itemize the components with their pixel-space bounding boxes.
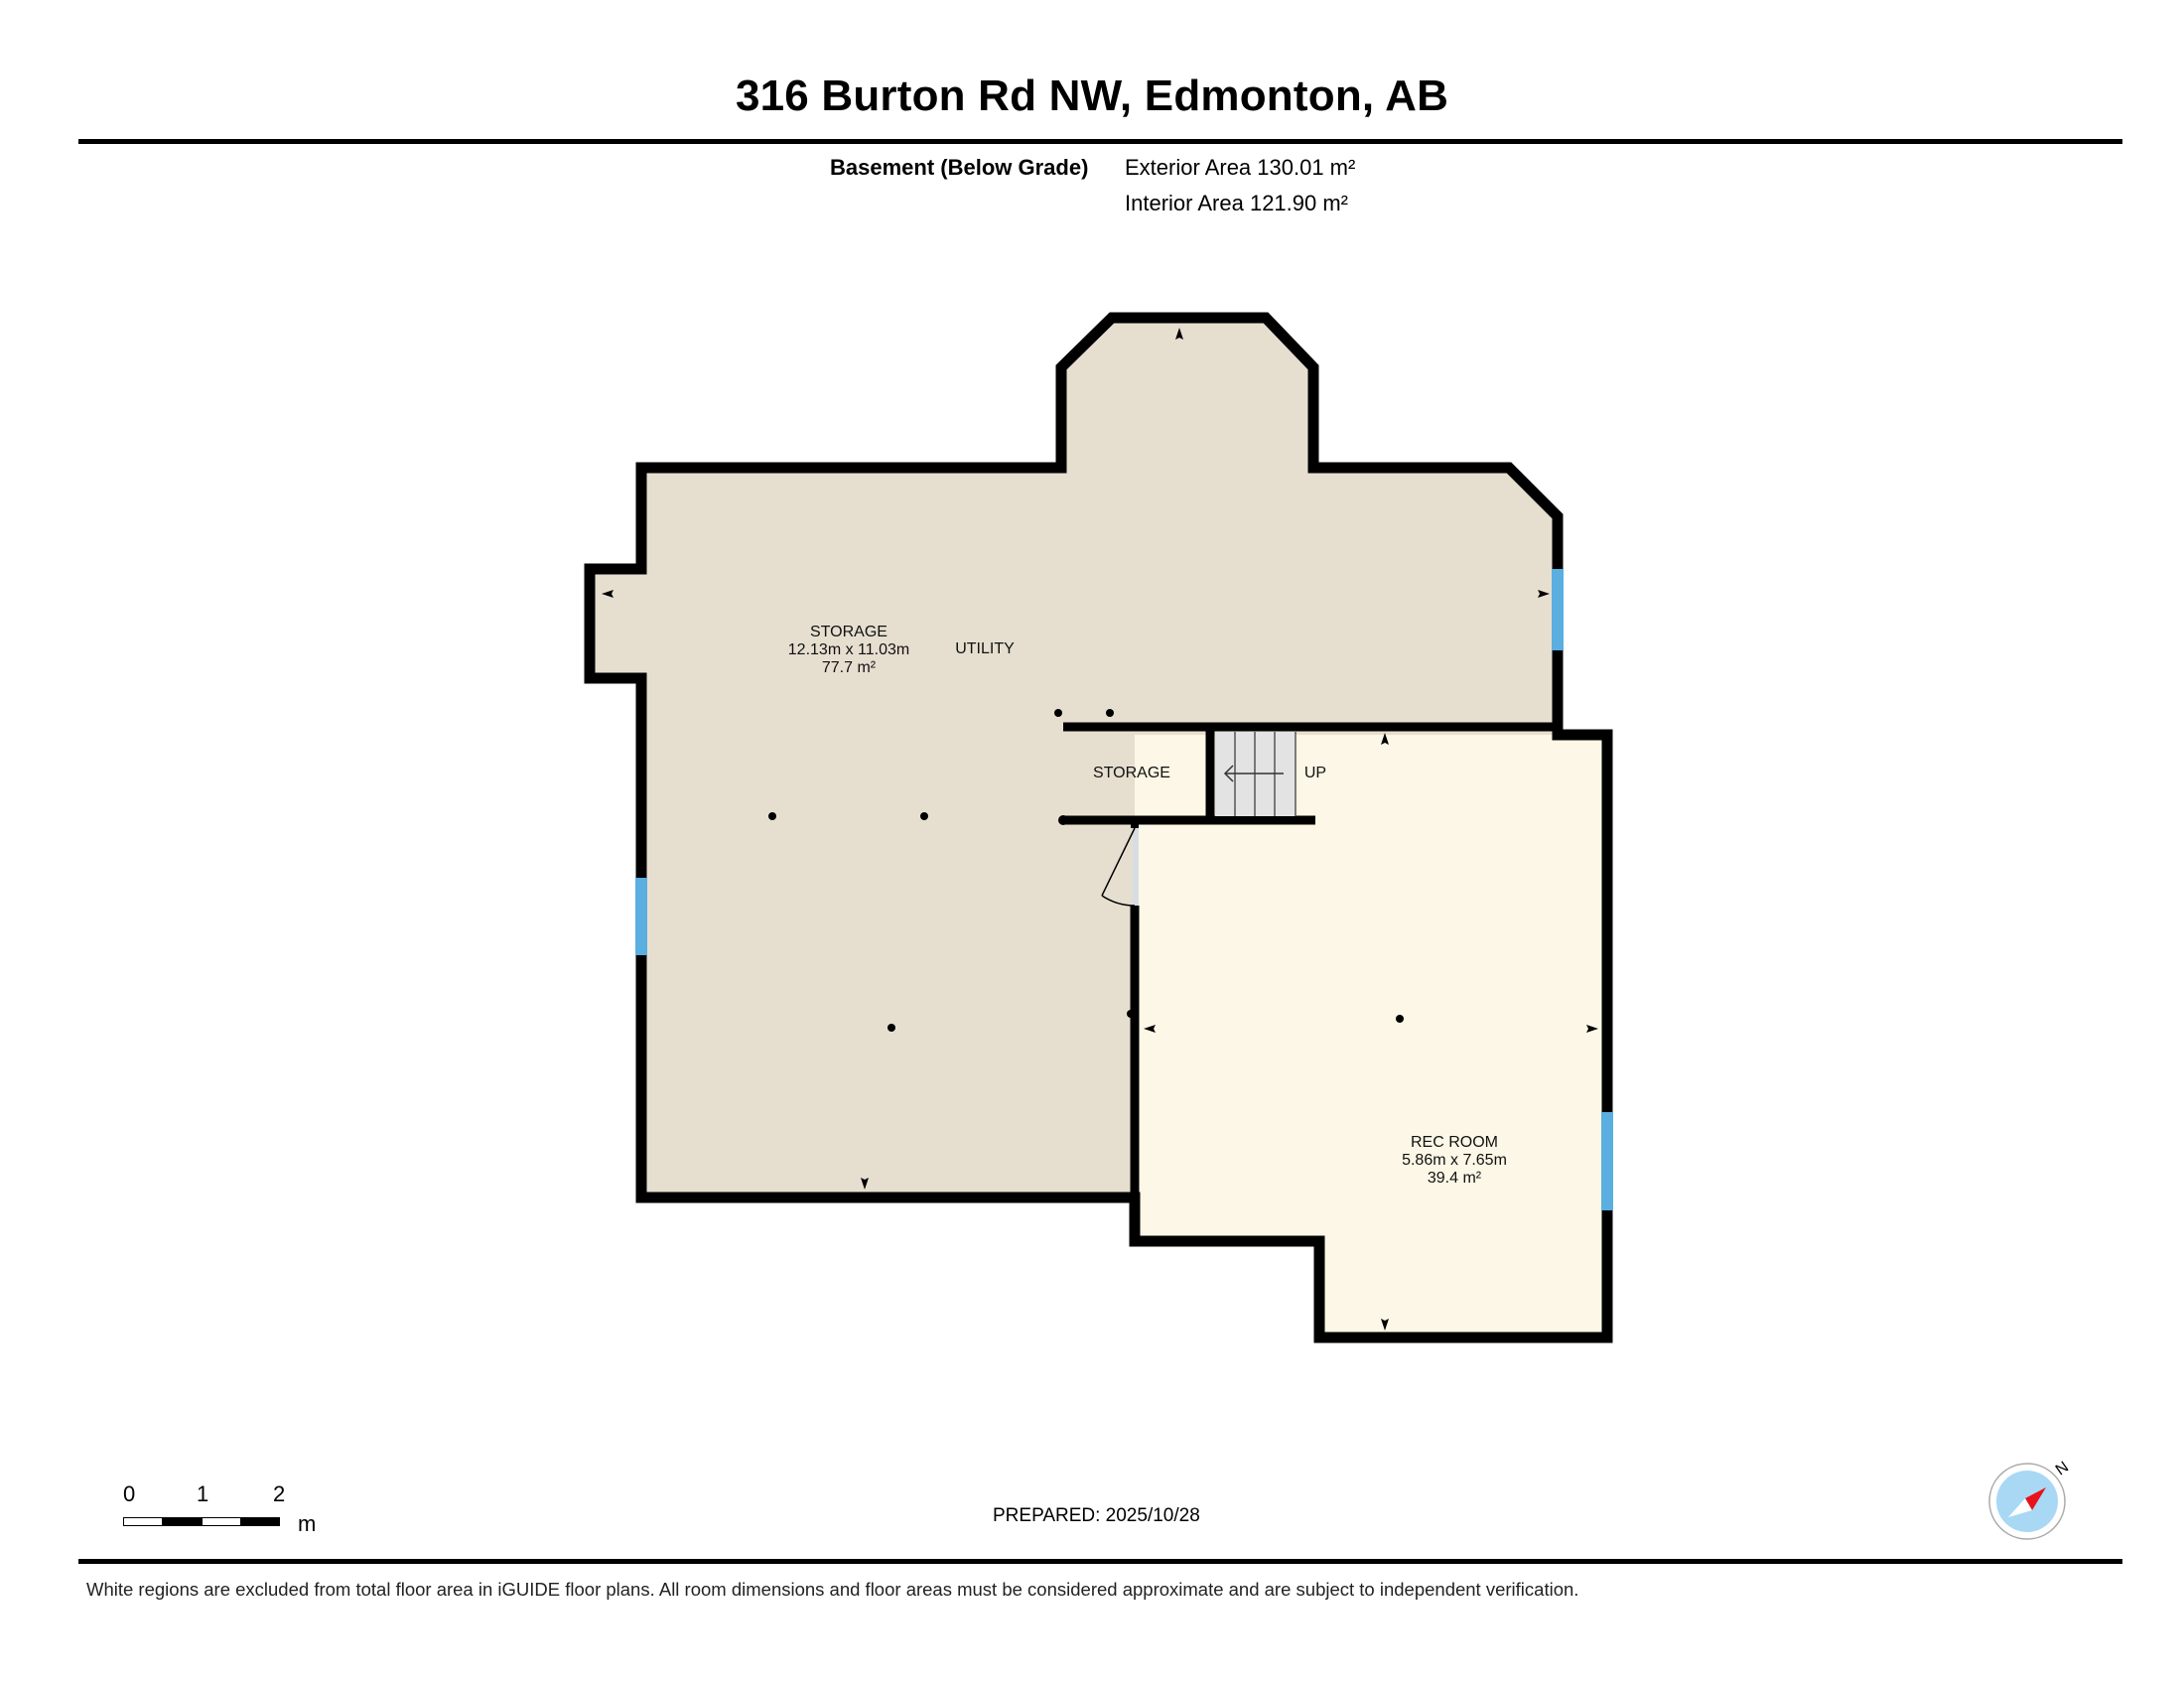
arrow-up-icon xyxy=(1175,328,1183,340)
stairs-up-label: UP xyxy=(1303,765,1327,781)
room-label-storage-closet: STORAGE xyxy=(1093,765,1170,781)
arrow-down-icon xyxy=(861,1178,869,1190)
arrow-left-icon xyxy=(1144,1025,1156,1033)
window xyxy=(635,878,647,955)
measurement-points xyxy=(768,709,1404,1032)
arrow-left-icon xyxy=(602,590,614,598)
view-markers xyxy=(602,328,1598,1331)
room-label-utility: UTILITY xyxy=(955,640,1015,657)
exterior-wall xyxy=(584,312,1564,878)
floor-label: Basement (Below Grade) xyxy=(830,155,1089,180)
window xyxy=(1601,1112,1613,1210)
storage-room-fill xyxy=(590,318,1558,1197)
interior-area: Interior Area 121.90 m² xyxy=(1125,191,1349,215)
scale-bar: 0 1 2 m xyxy=(123,1481,317,1536)
rec-room-fill xyxy=(1135,735,1607,1337)
room-label-rec-room: REC ROOM 5.86m x 7.65m 39.4 m² xyxy=(1402,1134,1507,1187)
exterior-wall xyxy=(635,955,1613,1343)
door xyxy=(1101,827,1139,907)
window xyxy=(1552,569,1564,650)
stairs xyxy=(1215,732,1297,816)
exterior-wall xyxy=(1552,650,1613,1112)
arrow-right-icon xyxy=(1586,1025,1598,1033)
footer-divider xyxy=(78,1559,2122,1564)
arrow-up-icon xyxy=(1381,733,1389,745)
arrow-right-icon xyxy=(1538,590,1550,598)
room-label-storage: STORAGE 12.13m x 11.03m 77.7 m² xyxy=(787,624,910,676)
header-divider xyxy=(78,139,2122,144)
disclaimer-text: White regions are excluded from total fl… xyxy=(86,1579,1579,1600)
prepared-date: PREPARED: 2025/10/28 xyxy=(993,1505,1200,1526)
compass-icon: N xyxy=(1988,1459,2072,1540)
arrow-down-icon xyxy=(1381,1319,1389,1331)
exterior-area: Exterior Area 130.01 m² xyxy=(1125,155,1356,180)
page-title: 316 Burton Rd NW, Edmonton, AB xyxy=(735,71,1449,120)
